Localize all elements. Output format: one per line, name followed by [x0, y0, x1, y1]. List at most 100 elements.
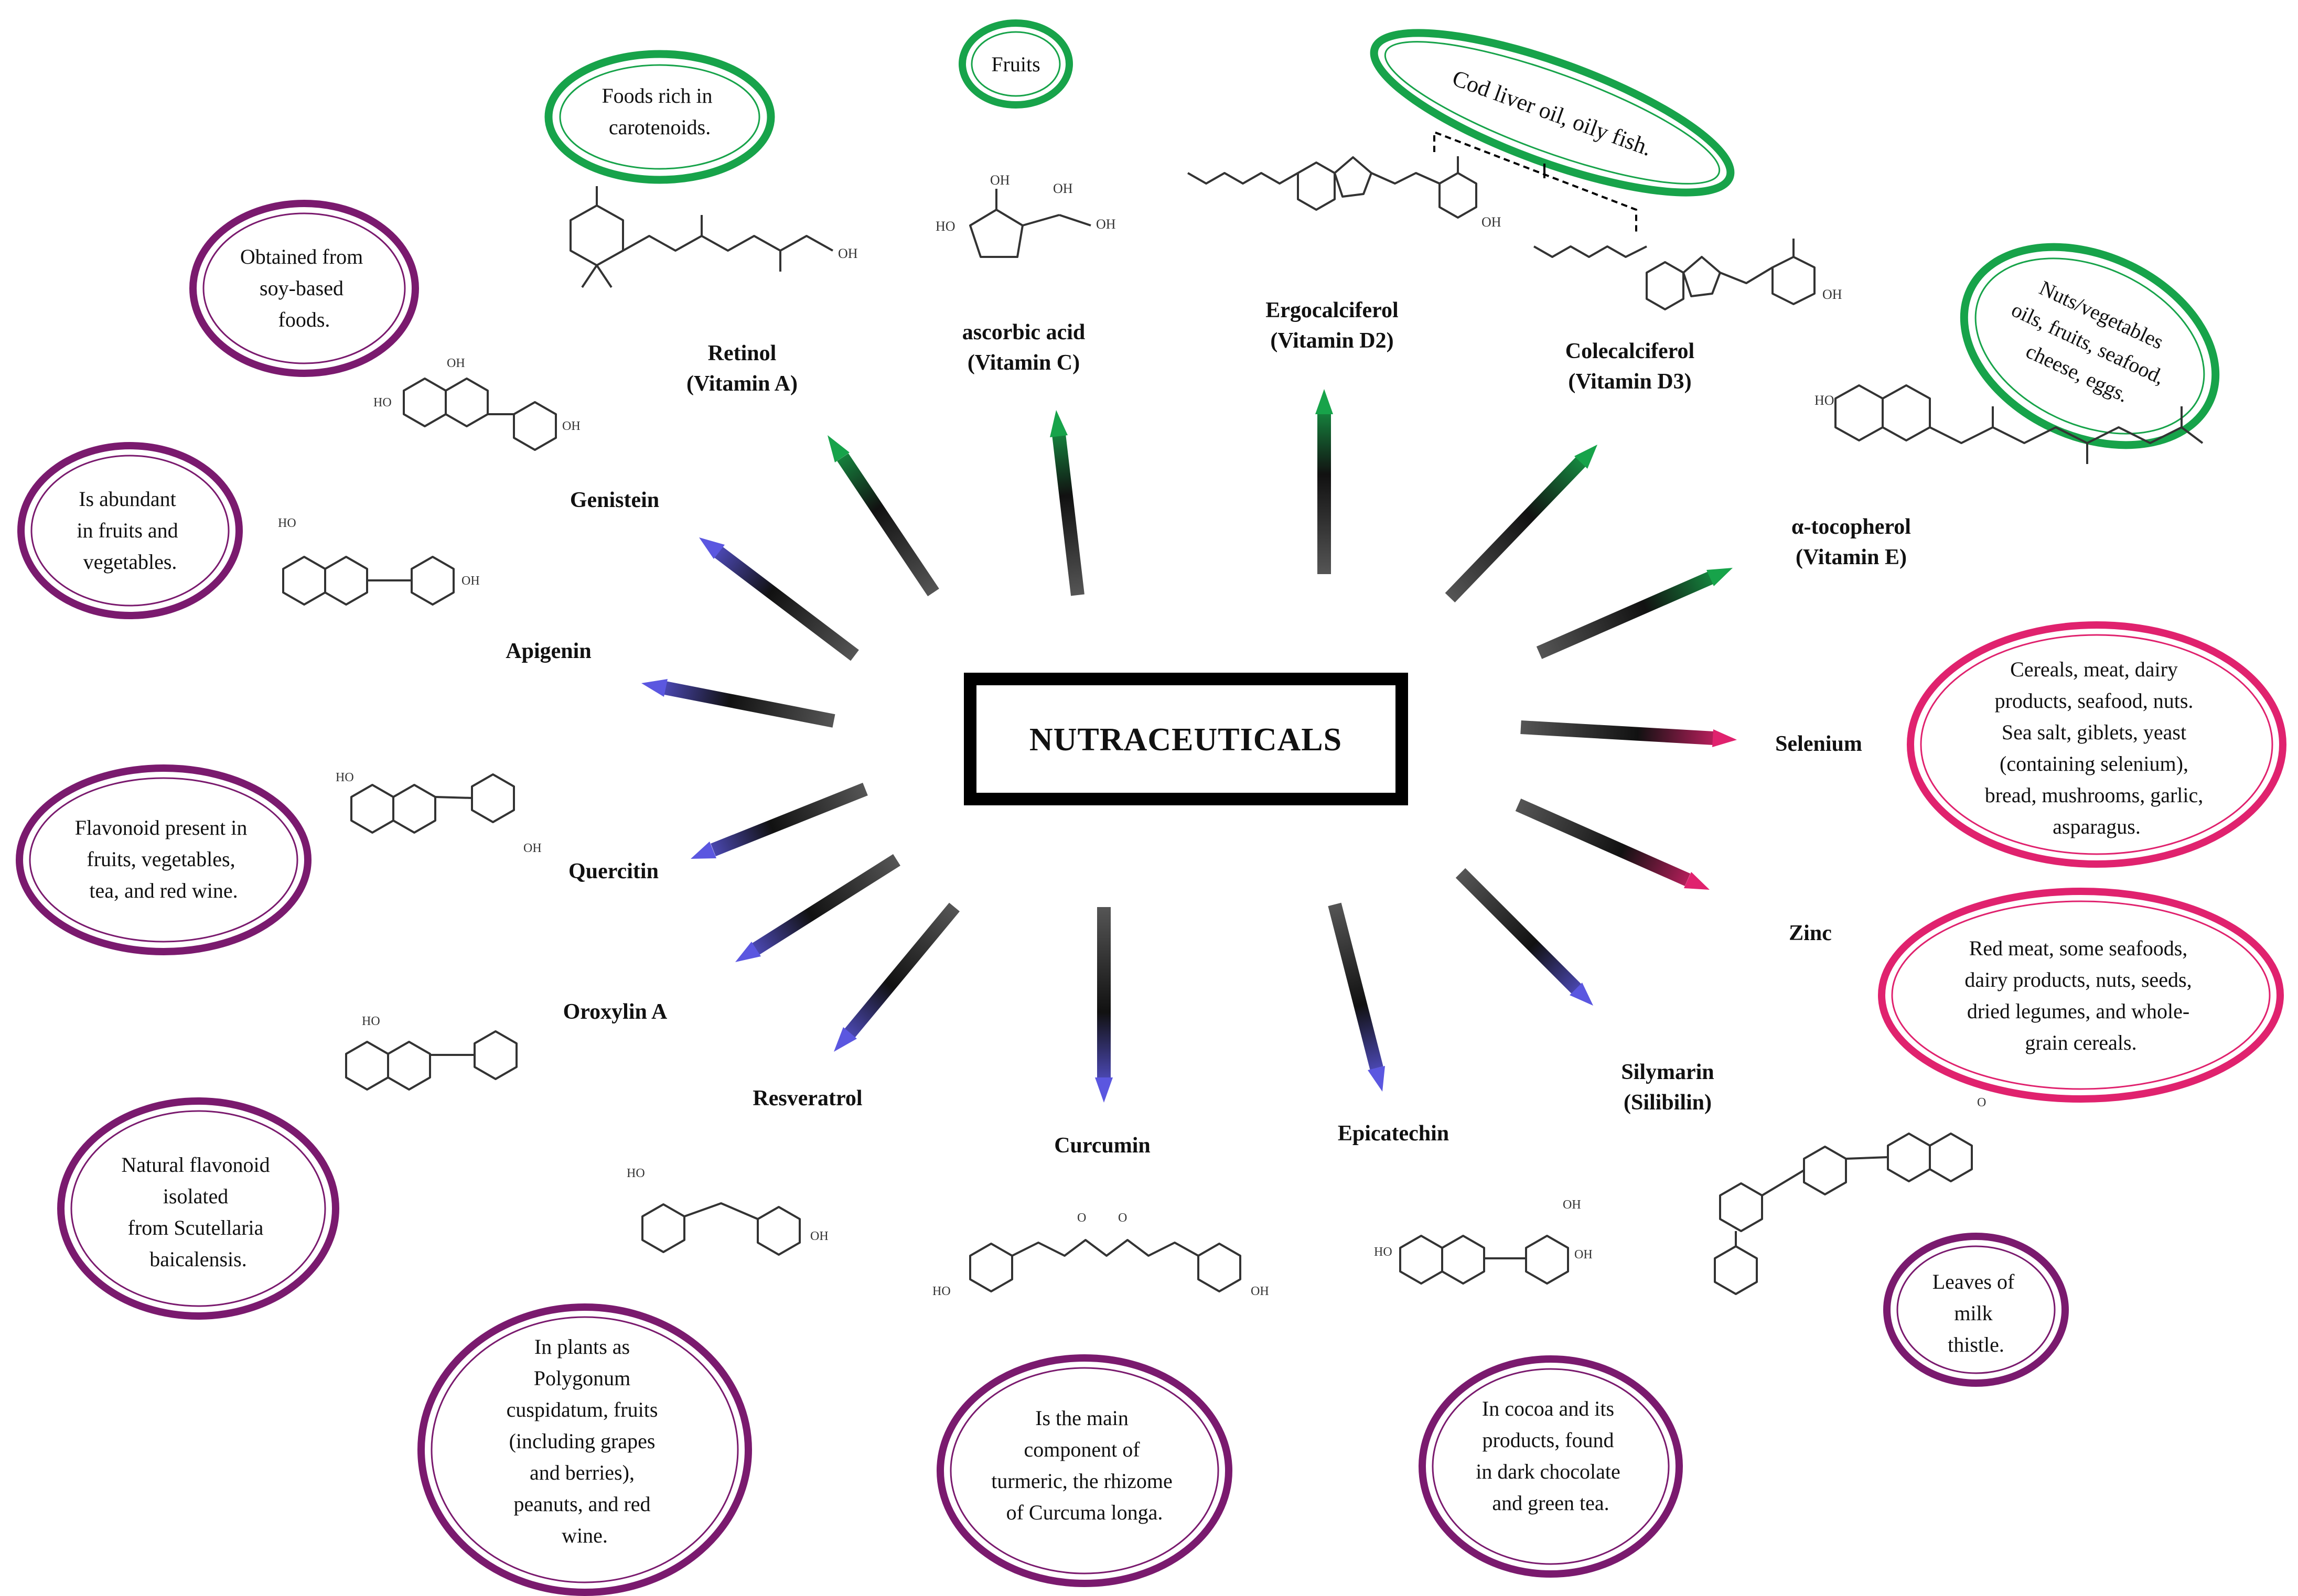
svg-text:OH: OH	[447, 357, 465, 370]
label-alpha-tocopherol: α-tocopherol	[1791, 515, 1911, 539]
svg-text:HO: HO	[1374, 1245, 1392, 1259]
svg-text:OH: OH	[562, 419, 581, 433]
source-oval-zinc: Red meat, some seafoods, dairy products,…	[1878, 888, 2284, 1103]
structure-ergocalciferol: OH	[1187, 156, 1501, 230]
svg-text:OH: OH	[1096, 217, 1116, 232]
label-ergocalciferol-vitamin: (Vitamin D2)	[1270, 329, 1393, 353]
label-selenium: Selenium	[1775, 732, 1862, 756]
source-oval-vitamin-d: Cod liver oil, oily fish.	[1370, 29, 1735, 197]
svg-text:Cereals, meat, dairy p: Cereals, meat, dairy products, seafood, …	[1985, 657, 2209, 838]
label-alpha-tocopherol-vitamin: (Vitamin E)	[1796, 545, 1907, 569]
label-genistein: Genistein	[570, 488, 659, 512]
arrow-genistein	[699, 537, 859, 661]
source-oval-ascorbic-acid: Fruits	[959, 19, 1073, 109]
structure-genistein: HO OH OH	[373, 357, 581, 451]
arrow-colecalciferol	[1445, 445, 1597, 603]
svg-text:Red meat, some seafoods,: Red meat, some seafoods, dairy products,…	[1964, 936, 2197, 1054]
svg-text:Cod liver oil, oily fish.: Cod liver oil, oily fish.	[1449, 65, 1655, 161]
svg-text:HO: HO	[373, 396, 392, 409]
structure-curcumin: O O HO OH	[932, 1211, 1269, 1298]
source-oval-curcumin: Is the main component of turmeric, the r…	[937, 1354, 1232, 1587]
svg-text:Fruits: Fruits	[991, 52, 1040, 76]
svg-text:HO: HO	[278, 516, 296, 530]
svg-text:OH: OH	[461, 574, 480, 588]
label-apigenin: Apigenin	[506, 639, 591, 663]
svg-text:OH: OH	[838, 246, 858, 261]
structure-resveratrol: HO OH	[627, 1167, 829, 1256]
source-oval-epicatechin: In cocoa and its products, found in dark…	[1419, 1355, 1683, 1578]
label-colecalciferol-vitamin: (Vitamin D3)	[1568, 370, 1691, 394]
structure-silymarin: O	[1714, 1096, 1986, 1295]
label-retinol: Retinol	[708, 341, 777, 365]
label-resveratrol: Resveratrol	[753, 1086, 862, 1110]
svg-text:HO: HO	[936, 219, 955, 234]
label-silymarin: Silymarin	[1621, 1060, 1714, 1084]
arrow-apigenin	[641, 679, 835, 728]
label-quercitin: Quercitin	[568, 859, 659, 883]
svg-text:HO: HO	[932, 1285, 951, 1298]
label-retinol-vitamin: (Vitamin A)	[686, 372, 798, 396]
svg-text:Is abundant in fruits: Is abundant in fruits and vegetables.	[77, 487, 183, 574]
arrow-ergocalciferol	[1315, 389, 1333, 574]
vitamin-d-bracket	[1433, 131, 1637, 233]
svg-text:Foods rich in caroteno: Foods rich in carotenoids.	[602, 84, 717, 139]
arrow-quercitin	[691, 782, 868, 859]
svg-text:Leaves of milk: Leaves of milk thistle.	[1932, 1270, 2020, 1356]
arrow-silymarin	[1455, 868, 1593, 1006]
center-title: NUTRACEUTICALS	[1029, 722, 1342, 758]
source-oval-apigenin: Is abundant in fruits and vegetables.	[17, 442, 243, 619]
svg-text:Flavonoid present in f: Flavonoid present in fruits, vegetables,…	[75, 816, 253, 902]
label-oroxylin-a: Oroxylin A	[563, 1000, 668, 1024]
structure-ascorbic-acid: OH HO OH OH	[936, 172, 1116, 258]
structure-epicatechin: HO OH OH	[1374, 1198, 1593, 1285]
source-oval-genistein: Obtained from soy-based foods.	[189, 200, 419, 377]
arrow-resveratrol	[834, 902, 960, 1052]
structure-alpha-tocopherol: HO	[1814, 384, 2204, 464]
source-oval-quercitin: Flavonoid present in fruits, vegetables,…	[16, 764, 312, 955]
arrow-selenium	[1520, 720, 1737, 747]
svg-text:OH: OH	[1481, 214, 1501, 230]
svg-text:OH: OH	[1251, 1285, 1269, 1298]
arrow-oroxylin-a	[735, 854, 900, 962]
source-oval-oroxylin-a: Natural flavonoid isolated from Scutella…	[57, 1097, 339, 1320]
svg-text:Is the main component: Is the main component of turmeric, the r…	[991, 1406, 1177, 1524]
label-colecalciferol: Colecalciferol	[1565, 339, 1694, 363]
arrow-epicatechin	[1328, 902, 1385, 1092]
svg-text:Obtained from soy-base: Obtained from soy-based foods.	[240, 245, 368, 331]
svg-text:O: O	[1077, 1211, 1086, 1225]
svg-text:OH: OH	[810, 1230, 829, 1243]
svg-text:OH: OH	[1053, 181, 1073, 196]
label-curcumin: Curcumin	[1054, 1134, 1151, 1158]
source-oval-selenium: Cereals, meat, dairy products, seafood, …	[1907, 621, 2286, 868]
svg-text:HO: HO	[362, 1015, 380, 1028]
structure-apigenin: HO OH	[278, 516, 480, 606]
source-oval-silymarin: Leaves of milk thistle.	[1883, 1233, 2069, 1387]
svg-text:OH: OH	[1563, 1198, 1581, 1212]
label-silymarin-alt: (Silibilin)	[1624, 1091, 1712, 1115]
source-oval-resveratrol: In plants as Polygonum cuspidatum, fruit…	[417, 1303, 752, 1596]
svg-text:O: O	[1118, 1211, 1127, 1225]
svg-text:Natural flavonoid isol: Natural flavonoid isolated from Scutella…	[121, 1153, 275, 1271]
label-ascorbic-acid: ascorbic acid	[962, 320, 1085, 344]
svg-text:In plants as Polygonum: In plants as Polygonum cuspidatum, fruit…	[507, 1335, 663, 1547]
structure-retinol: OH	[570, 186, 858, 288]
svg-text:OH: OH	[990, 172, 1010, 188]
svg-text:OH: OH	[523, 842, 542, 855]
arrow-retinol	[828, 435, 939, 597]
svg-text:O: O	[1977, 1096, 1986, 1109]
structure-quercitin: HO OH	[336, 771, 542, 855]
arrow-alpha-tocopherol	[1536, 568, 1733, 659]
svg-text:HO: HO	[336, 771, 354, 784]
label-epicatechin: Epicatechin	[1338, 1121, 1449, 1146]
arrow-curcumin	[1095, 907, 1113, 1103]
label-zinc: Zinc	[1789, 921, 1832, 945]
svg-text:OH: OH	[1574, 1248, 1593, 1261]
svg-text:HO: HO	[1814, 393, 1834, 408]
svg-text:In cocoa and its produ: In cocoa and its products, found in dark…	[1476, 1397, 1625, 1515]
svg-text:HO: HO	[627, 1167, 645, 1180]
label-ascorbic-acid-vitamin: (Vitamin C)	[968, 351, 1080, 375]
structure-oroxylin-a: HO	[345, 1015, 518, 1091]
svg-text:OH: OH	[1822, 287, 1842, 302]
arrow-zinc	[1515, 799, 1710, 890]
